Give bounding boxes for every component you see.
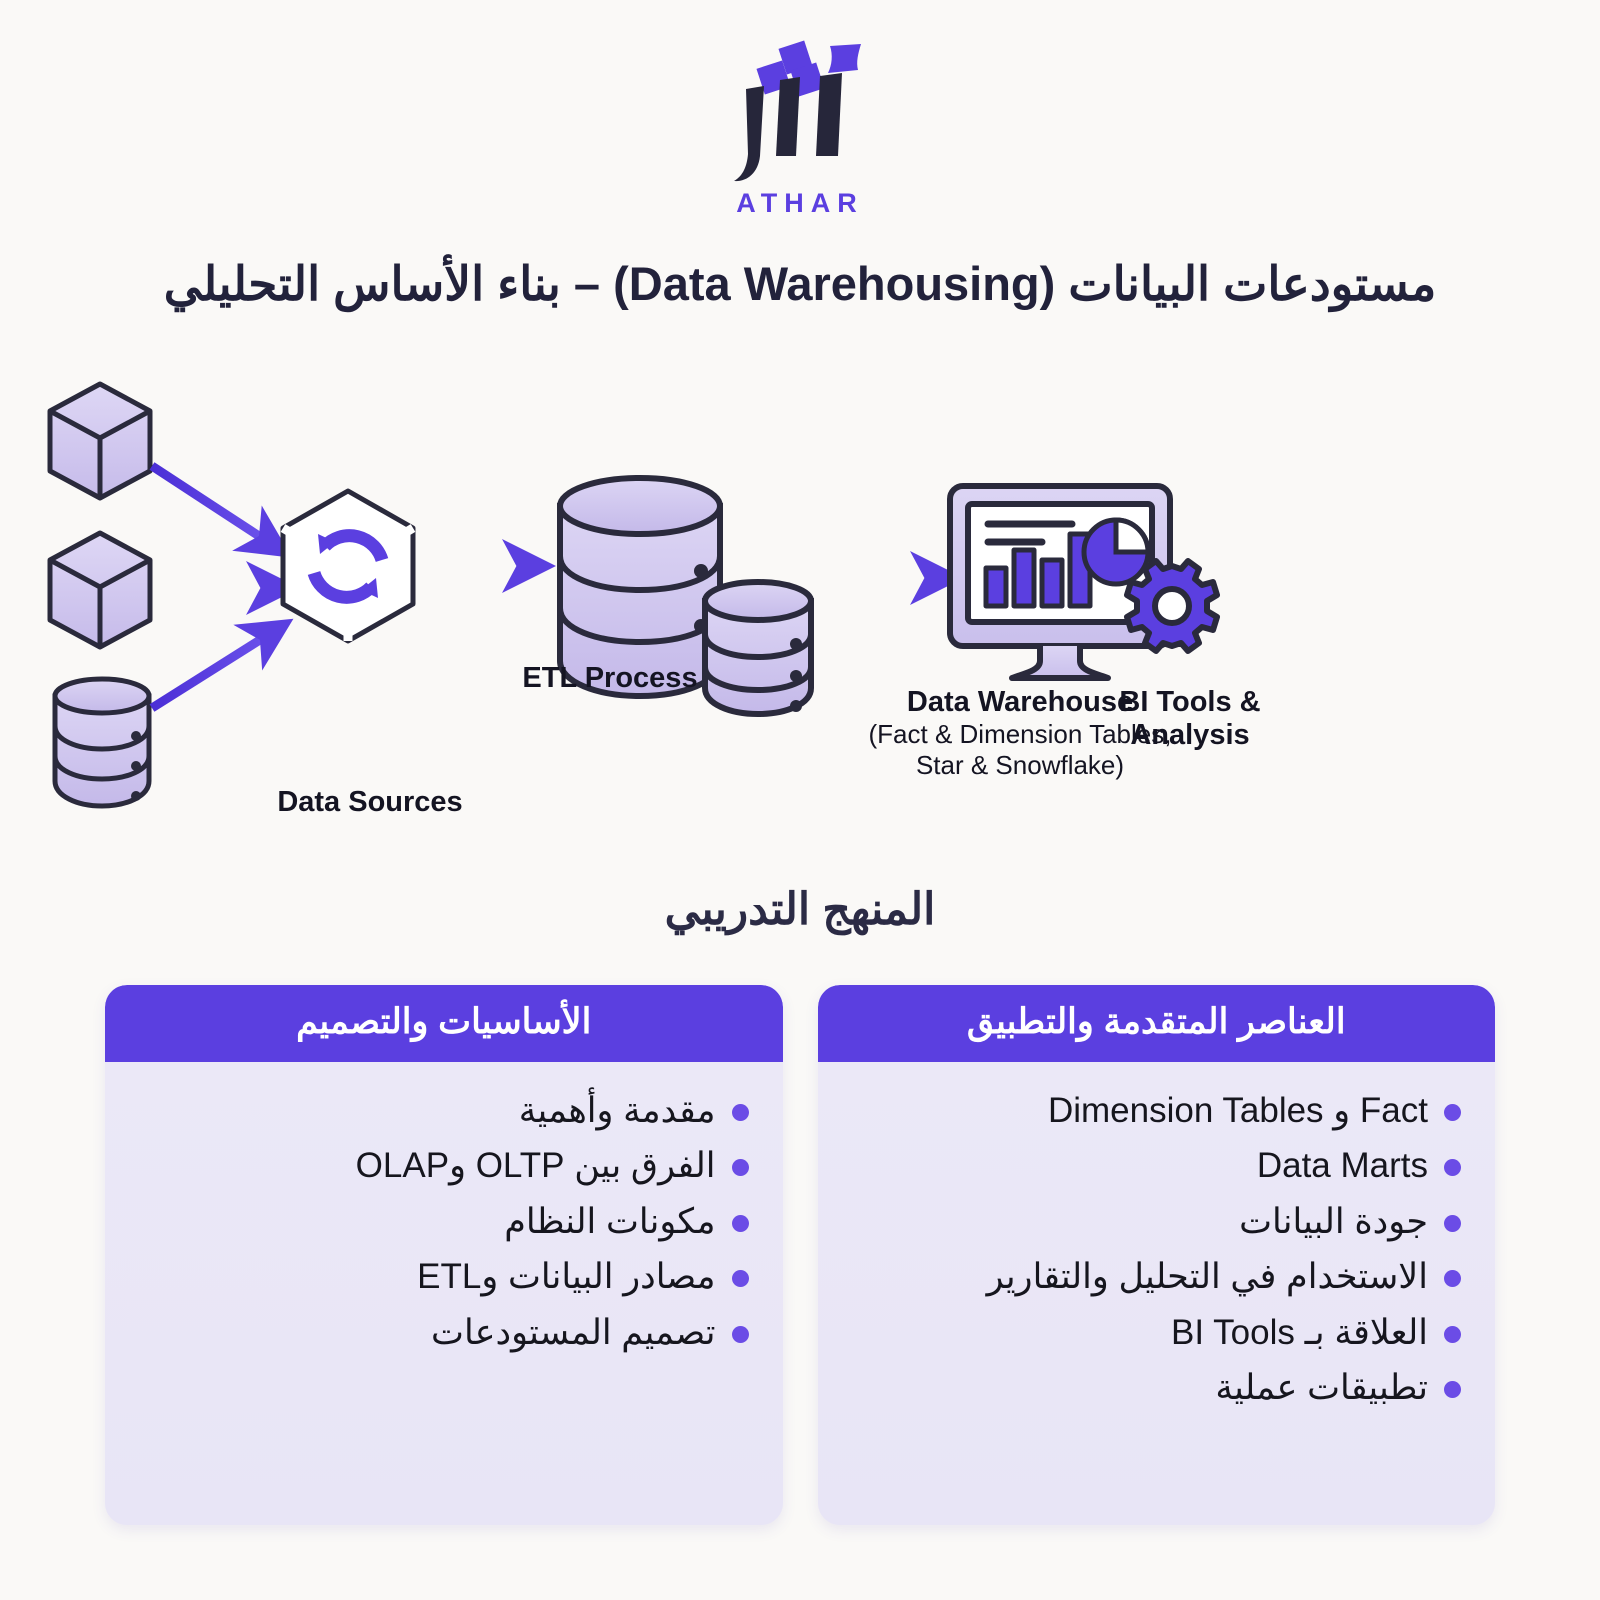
- bullet-icon: [731, 1214, 749, 1232]
- bullet-icon: [1444, 1159, 1461, 1176]
- bullet-icon: [1444, 1381, 1461, 1398]
- list-item[interactable]: مكونات النظام: [139, 1199, 749, 1245]
- list-item[interactable]: مقدمة وأهمية: [139, 1088, 749, 1134]
- card-advanced-list: Fact و Dimension Tables Data Marts جودة …: [852, 1088, 1461, 1411]
- card-fundamentals-header: الأساسيات والتصميم: [105, 985, 783, 1062]
- brand-name: ATHAR: [736, 188, 864, 218]
- label-etl-process: ETL Process: [522, 662, 698, 694]
- list-item[interactable]: العلاقة بـ BI Tools: [852, 1310, 1461, 1356]
- bullet-icon: [1444, 1325, 1461, 1343]
- list-item[interactable]: تطبيقات عملية: [852, 1365, 1461, 1411]
- page-title: مستودعات البيانات (Data Warehousing) – ب…: [163, 257, 1437, 310]
- bullet-icon: [1444, 1103, 1461, 1121]
- bullet-icon: [731, 1159, 749, 1176]
- section-heading-curriculum: المنهج التدريبي: [664, 885, 936, 934]
- card-advanced: العناصر المتقدمة والتطبيق Fact و Dimensi…: [817, 985, 1495, 1525]
- brand-logo: ATHAR: [0, 36, 1600, 219]
- card-fundamentals-list: مقدمة وأهمية الفرق بين OLTP وOLAP مكونات…: [139, 1088, 749, 1356]
- list-item[interactable]: تصميم المستودعات: [139, 1310, 749, 1356]
- card-fundamentals-body: مقدمة وأهمية الفرق بين OLTP وOLAP مكونات…: [105, 1061, 783, 1525]
- list-item[interactable]: الفرق بين OLTP وOLAP: [139, 1143, 749, 1189]
- card-advanced-body: Fact و Dimension Tables Data Marts جودة …: [817, 1061, 1495, 1525]
- list-item[interactable]: Data Marts: [852, 1143, 1461, 1189]
- card-advanced-header: العناصر المتقدمة والتطبيق: [817, 985, 1495, 1062]
- bullet-icon: [1444, 1214, 1461, 1232]
- list-item[interactable]: مصادر البيانات وETL: [139, 1254, 749, 1300]
- card-fundamentals: الأساسيات والتصميم مقدمة وأهمية الفرق بي…: [105, 985, 783, 1525]
- bullet-icon: [731, 1103, 749, 1121]
- list-item[interactable]: جودة البيانات: [852, 1199, 1461, 1245]
- bullet-icon: [731, 1270, 749, 1287]
- label-data-warehouse: Data Warehouse (Fact & Dimension Tables,…: [868, 686, 1172, 780]
- list-item[interactable]: Fact و Dimension Tables: [852, 1088, 1461, 1134]
- list-item[interactable]: الاستخدام في التحليل والتقارير: [852, 1254, 1461, 1300]
- athar-logo-icon: [710, 36, 890, 186]
- label-bi-tools: BI Tools & Analysis: [1119, 686, 1261, 752]
- pipeline-diagram: Data Sources ETL Process Data Warehouse …: [0, 356, 1600, 836]
- bullet-icon: [731, 1325, 749, 1343]
- curriculum-cards: الأساسيات والتصميم مقدمة وأهمية الفرق بي…: [105, 985, 1495, 1525]
- label-data-sources: Data Sources: [277, 786, 463, 818]
- bullet-icon: [1444, 1270, 1461, 1287]
